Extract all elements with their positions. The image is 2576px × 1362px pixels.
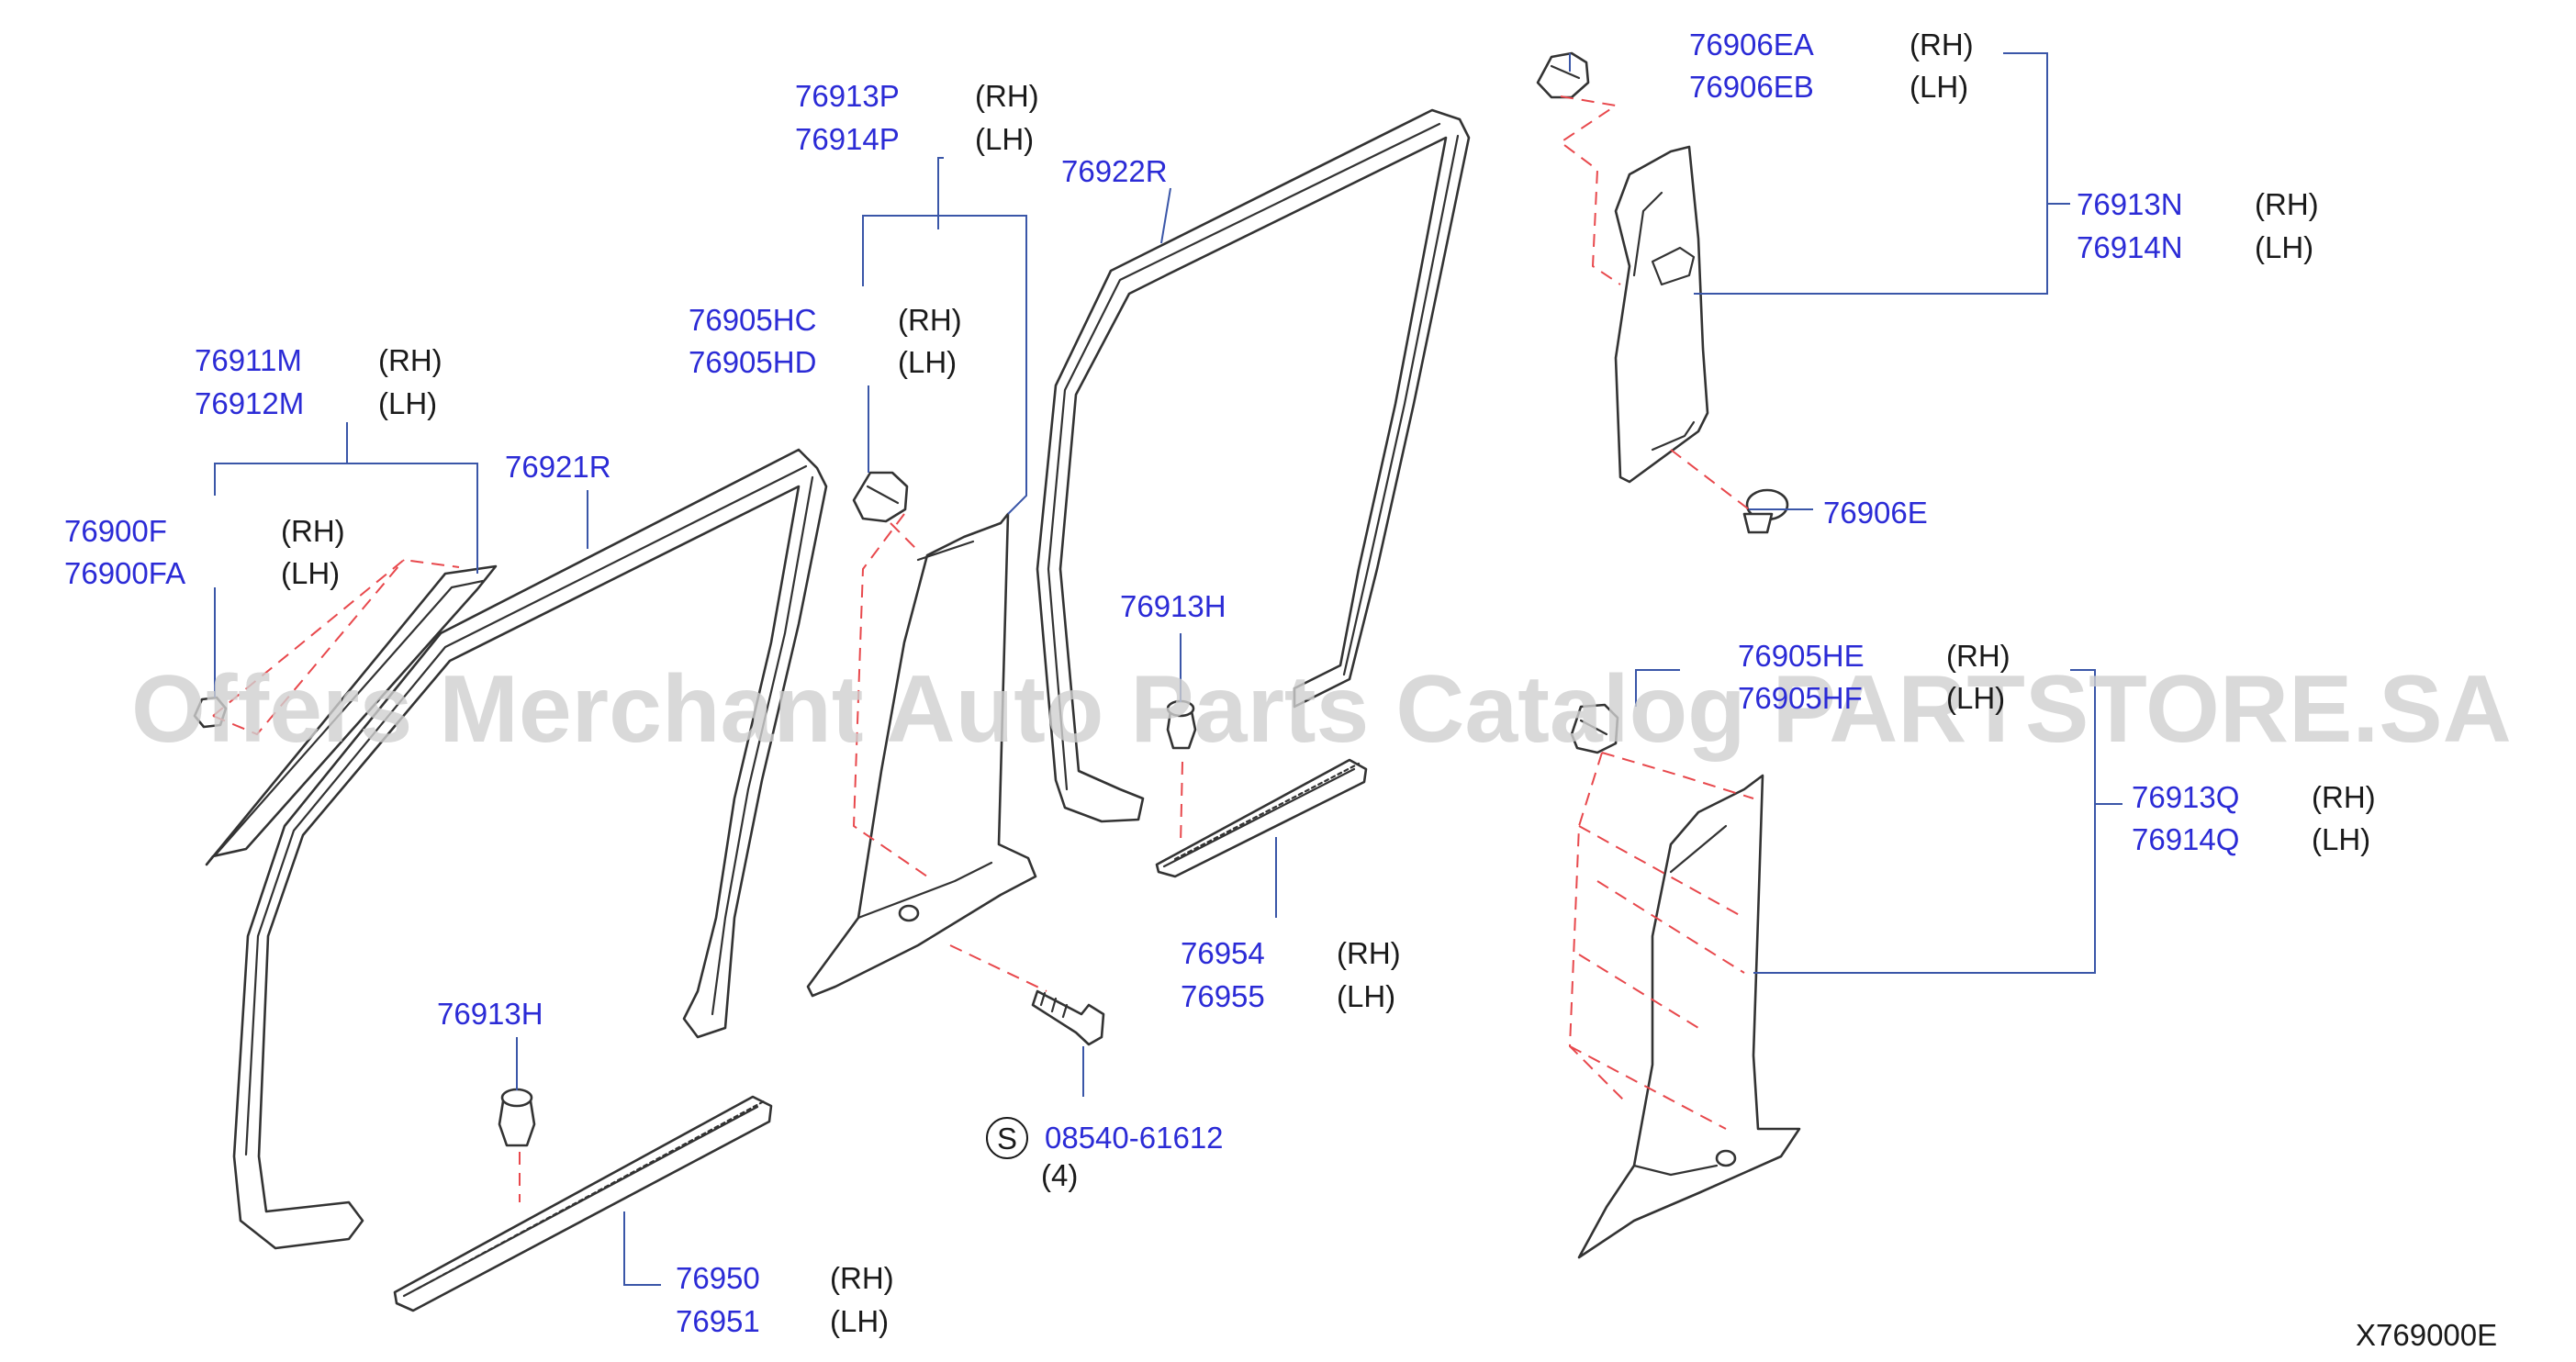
part-number-76905hc[interactable]: 76905HC <box>689 303 816 337</box>
side-76954: (RH) <box>1337 936 1401 970</box>
rear-door-weatherstrip-76922r <box>1036 108 1471 823</box>
rear-kicking-plate-76954 <box>1155 758 1368 878</box>
part-number-76913h-lower[interactable]: 76913H <box>437 997 543 1031</box>
side-76905he: (RH) <box>1946 639 2010 673</box>
front-kicking-plate-76950 <box>393 1095 773 1312</box>
part-number-76913n[interactable]: 76913N <box>2077 187 2183 221</box>
alignment-lines <box>212 95 1754 1202</box>
part-number-76900f[interactable]: 76900F <box>64 514 167 548</box>
part-number-76905he[interactable]: 76905HE <box>1738 639 1865 673</box>
side-76914n: (LH) <box>2255 230 2313 264</box>
part-number-76911m[interactable]: 76911M <box>195 343 302 377</box>
side-76900f: (RH) <box>281 514 345 548</box>
screw-08540-61612 <box>1031 989 1105 1046</box>
part-number-76914n[interactable]: 76914N <box>2077 230 2183 264</box>
part-number-76906eb[interactable]: 76906EB <box>1689 70 1814 104</box>
part-number-76906ea[interactable]: 76906EA <box>1689 28 1814 61</box>
part-number-76922r[interactable]: 76922R <box>1061 154 1168 188</box>
part-number-76913p[interactable]: 76913P <box>795 79 900 113</box>
watermark-text: Offers Merchant Auto Parts Catalog PARTS… <box>131 656 2512 763</box>
part-number-76906e[interactable]: 76906E <box>1823 496 1928 530</box>
side-76951: (LH) <box>830 1304 889 1338</box>
clip-76905he <box>1570 703 1619 754</box>
side-76911m: (RH) <box>378 343 442 377</box>
side-76905hf: (LH) <box>1946 681 2005 715</box>
diagram-reference: X769000E <box>2356 1318 2497 1352</box>
screw-symbol-circle <box>986 1117 1028 1159</box>
part-number-76913q[interactable]: 76913Q <box>2132 780 2239 814</box>
side-76905hc: (RH) <box>898 303 962 337</box>
side-76900fa: (LH) <box>281 556 340 590</box>
part-number-76905hd[interactable]: 76905HD <box>689 345 816 379</box>
front-pillar-garnish-76911m <box>205 564 498 866</box>
part-number-76900fa[interactable]: 76900FA <box>64 556 185 590</box>
screw-quantity: (4) <box>1041 1158 1078 1192</box>
leader-lines <box>214 52 2122 1286</box>
clip-76900f <box>193 696 228 729</box>
side-76955: (LH) <box>1337 979 1395 1013</box>
side-76906ea: (RH) <box>1910 28 1974 61</box>
clip-76913h-upper <box>1166 699 1197 750</box>
front-door-weatherstrip-76921r <box>232 448 828 1250</box>
part-number-76905hf[interactable]: 76905HF <box>1738 681 1863 715</box>
screw-symbol: S <box>997 1122 1017 1155</box>
side-76913q: (RH) <box>2312 780 2376 814</box>
part-number-76950[interactable]: 76950 <box>676 1261 760 1295</box>
part-number-76914q[interactable]: 76914Q <box>2132 822 2239 856</box>
part-number-76914p[interactable]: 76914P <box>795 122 900 156</box>
center-pillar-upper-garnish-76913n <box>1614 145 1709 484</box>
side-76906eb: (LH) <box>1910 70 1968 104</box>
clip-76906e <box>1742 488 1789 534</box>
part-number-76954[interactable]: 76954 <box>1181 936 1265 970</box>
clip-76906ea <box>1536 51 1590 99</box>
side-76914p: (LH) <box>975 122 1034 156</box>
callout-labels: 76906EA (RH) 76906EB (LH) 76913P (RH) 76… <box>64 28 2497 1352</box>
rear-pillar-garnish-76913q <box>1577 774 1801 1259</box>
side-76950: (RH) <box>830 1261 894 1295</box>
part-number-76921r[interactable]: 76921R <box>505 450 611 484</box>
center-pillar-garnish-76913p <box>806 512 1037 998</box>
side-76912m: (LH) <box>378 386 437 420</box>
part-number-76955[interactable]: 76955 <box>1181 979 1265 1013</box>
clip-76913h-lower <box>498 1088 536 1147</box>
side-76905hd: (LH) <box>898 345 957 379</box>
part-number-76951[interactable]: 76951 <box>676 1304 760 1338</box>
clip-76905hc <box>852 471 909 523</box>
part-number-76913h-upper[interactable]: 76913H <box>1120 589 1226 623</box>
side-76913n: (RH) <box>2255 187 2319 221</box>
part-number-76912m[interactable]: 76912M <box>195 386 304 420</box>
part-number-08540-61612[interactable]: 08540-61612 <box>1045 1121 1224 1155</box>
side-76913p: (RH) <box>975 79 1039 113</box>
side-76914q: (LH) <box>2312 822 2370 856</box>
